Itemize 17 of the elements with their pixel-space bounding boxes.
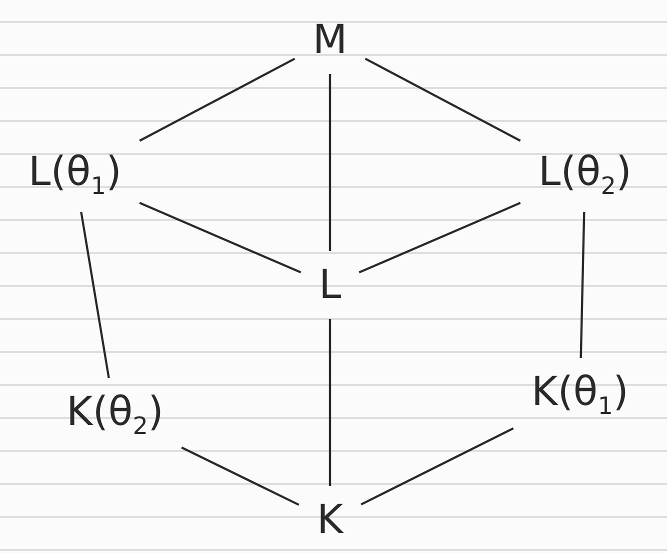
- connecting-line: [358, 202, 521, 274]
- field-label: L(θ$_{1}$): [10, 138, 140, 212]
- connecting-line: [360, 427, 514, 506]
- connecting-line: [328, 74, 332, 251]
- connecting-line: [139, 202, 302, 274]
- field-label: K(θ$_{2}$): [48, 378, 182, 452]
- connecting-line: [181, 446, 300, 506]
- field-label: L(θ$_{2}$): [520, 138, 650, 212]
- connecting-line: [580, 212, 586, 358]
- field-label: K(θ$_{1}$): [513, 358, 647, 432]
- field-label: K: [298, 486, 362, 553]
- connecting-line: [328, 319, 332, 486]
- connecting-line: [139, 58, 296, 142]
- connecting-line: [80, 212, 110, 378]
- field-label: M: [294, 6, 366, 74]
- connecting-line: [364, 58, 521, 142]
- field-label: L: [300, 251, 360, 319]
